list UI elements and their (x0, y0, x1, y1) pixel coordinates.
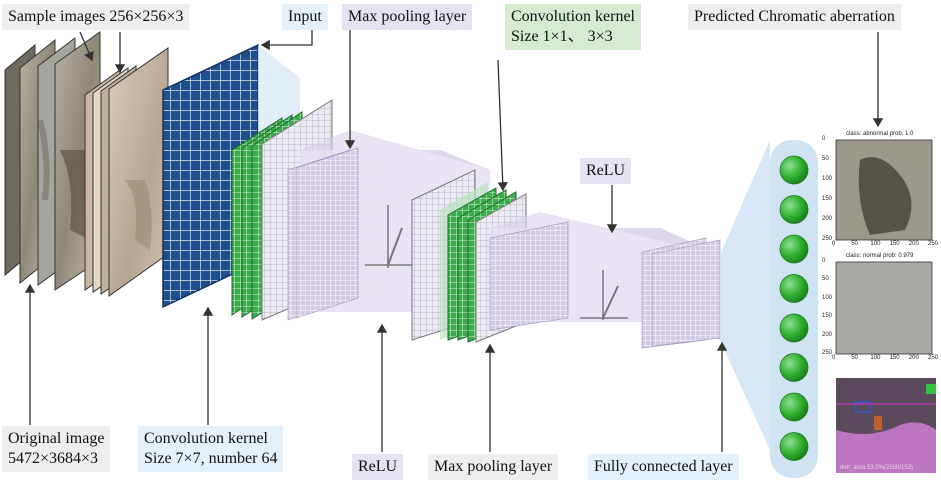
prediction-title-2: class: normal prob: 0.979 (846, 253, 914, 259)
fc-node (779, 195, 809, 224)
label-predicted: Predicted Chromatic aberration (688, 4, 901, 30)
x-tick-label: 200 (908, 241, 919, 247)
fc-node (779, 392, 809, 422)
y-tick-label: 200 (822, 216, 833, 222)
x-tick-label: 100 (870, 355, 881, 361)
y-tick-label: 250 (822, 236, 833, 242)
prediction-panel-1 (835, 139, 933, 241)
prediction-panel-2 (835, 261, 933, 355)
fc-funnel (720, 140, 770, 450)
x-tick-label: 0 (832, 241, 836, 247)
fc-node (779, 155, 809, 185)
label-input: Input (282, 4, 328, 30)
y-tick-label: 150 (822, 313, 833, 320)
y-tick-label: 50 (822, 276, 829, 283)
label-conv-kernel-small: Convolution kernel Size 1×1、 3×3 (505, 4, 641, 50)
fc-node (779, 313, 809, 343)
detection-text: deh_area 53.0%(2500/153) (840, 465, 914, 471)
x-tick-label: 50 (851, 355, 858, 361)
label-conv-kernel-big-line2: Size 7×7, number 64 (144, 450, 278, 467)
x-tick-label: 250 (928, 241, 939, 247)
label-conv-kernel-big: Convolution kernel Size 7×7, number 64 (138, 426, 284, 472)
label-max-pooling-bottom: Max pooling layer (428, 454, 559, 480)
fc-nodes (779, 155, 809, 461)
leader-lines (24, 30, 884, 452)
label-max-pooling-top: Max pooling layer (342, 4, 473, 30)
fc-node (779, 353, 809, 382)
label-original-line1: Original image (8, 430, 105, 447)
y-tick-label: 150 (822, 196, 833, 202)
x-tick-label: 50 (851, 241, 858, 247)
label-fully-connected: Fully connected layer (588, 454, 739, 480)
x-tick-label: 100 (870, 241, 881, 247)
label-conv-kernel-small-line1: Convolution kernel (511, 8, 635, 25)
y-tick-label: 100 (822, 294, 833, 301)
x-tick-label: 0 (832, 355, 836, 361)
y-tick-label: 250 (822, 350, 833, 356)
x-tick-label: 150 (889, 241, 900, 247)
fully-connected-panel (770, 140, 818, 478)
x-tick-label: 200 (908, 355, 919, 361)
sample-images-stack (84, 47, 169, 297)
y-tick-label: 200 (822, 331, 833, 338)
label-sample-images: Sample images 256×256×3 (2, 4, 190, 30)
label-relu-top: ReLU (580, 158, 632, 184)
label-original-image: Original image 5472×3684×3 (2, 426, 111, 472)
max-pooling-prism-2 (489, 212, 721, 349)
y-tick-label: 0 (822, 258, 826, 264)
label-relu-bottom: ReLU (352, 454, 404, 480)
fc-node (779, 432, 809, 461)
x-tick-label: 150 (889, 355, 900, 361)
x-tick-label: 250 (928, 355, 939, 361)
prediction-title-1: class: abnormal prob: 1.0 (846, 131, 914, 137)
label-conv-kernel-small-line2: Size 1×1、 3×3 (511, 28, 613, 45)
fc-node (779, 234, 809, 264)
y-tick-label: 50 (822, 156, 829, 162)
label-original-line2: 5472×3684×3 (8, 450, 99, 467)
fc-node (779, 274, 809, 303)
y-tick-label: 0 (822, 136, 826, 142)
label-conv-kernel-big-line1: Convolution kernel (144, 430, 268, 447)
detection-panel (836, 378, 936, 473)
y-tick-label: 100 (822, 176, 833, 182)
